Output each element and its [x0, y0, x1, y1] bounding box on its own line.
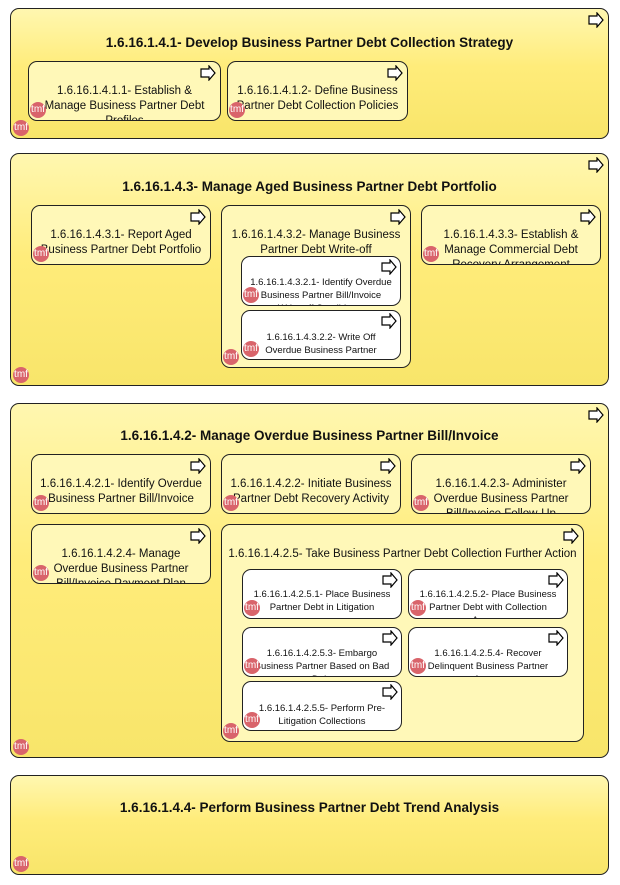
process-recover-delinquent-assets[interactable]: 1.6.16.1.4.2.5.4- Recover Delinquent Bus… — [408, 627, 568, 677]
process-arrow-icon — [382, 630, 398, 646]
process-title: 1.6.16.1.4.2.4- Manage Overdue Business … — [53, 548, 189, 584]
group-title: 1.6.16.1.4.4- Perform Business Partner D… — [119, 800, 500, 815]
process-initiate-debt-recovery[interactable]: 1.6.16.1.4.2.2- Initiate Business Partne… — [221, 454, 401, 514]
process-title: 1.6.16.1.4.3.2- Manage Business Partner … — [231, 229, 401, 256]
group-develop-debt-collection-strategy[interactable]: 1.6.16.1.4.1- Develop Business Partner D… — [10, 8, 609, 139]
tmf-logo-icon: tmf — [13, 120, 29, 136]
tmf-logo-icon: tmf — [244, 712, 260, 728]
group-manage-overdue-bill-invoice[interactable]: 1.6.16.1.4.2- Manage Overdue Business Pa… — [10, 403, 609, 758]
process-pre-litigation-collections[interactable]: 1.6.16.1.4.2.5.5- Perform Pre-Litigation… — [242, 681, 402, 731]
process-define-debt-policies[interactable]: 1.6.16.1.4.1.2- Define Business Partner … — [227, 61, 408, 121]
process-administer-follow-up[interactable]: 1.6.16.1.4.2.3- Administer Overdue Busin… — [411, 454, 591, 514]
process-arrow-icon — [387, 65, 403, 81]
tmf-logo-icon: tmf — [243, 341, 259, 357]
tmf-logo-icon: tmf — [229, 102, 245, 118]
tmf-logo-icon: tmf — [30, 102, 46, 118]
process-arrow-icon — [190, 458, 206, 474]
process-arrow-icon — [563, 528, 579, 544]
process-arrow-icon — [580, 209, 596, 225]
process-place-debt-with-agency[interactable]: 1.6.16.1.4.2.5.2- Place Business Partner… — [408, 569, 568, 619]
process-place-debt-in-litigation[interactable]: 1.6.16.1.4.2.5.1- Place Business Partner… — [242, 569, 402, 619]
process-title: 1.6.16.1.4.2.5.4- Recover Delinquent Bus… — [427, 648, 549, 676]
process-arrow-icon — [190, 528, 206, 544]
process-take-further-action[interactable]: 1.6.16.1.4.2.5- Take Business Partner De… — [221, 524, 584, 742]
process-arrow-icon — [588, 157, 604, 173]
process-commercial-debt-recovery[interactable]: 1.6.16.1.4.3.3- Establish & Manage Comme… — [421, 205, 601, 265]
process-arrow-icon — [381, 259, 397, 275]
tmf-logo-icon: tmf — [244, 658, 260, 674]
group-perform-debt-trend-analysis[interactable]: 1.6.16.1.4.4- Perform Business Partner D… — [10, 775, 609, 875]
process-arrow-icon — [548, 572, 564, 588]
process-establish-debt-profiles[interactable]: 1.6.16.1.4.1.1- Establish & Manage Busin… — [28, 61, 221, 121]
process-identify-overdue-bill[interactable]: 1.6.16.1.4.2.1- Identify Overdue Busines… — [31, 454, 211, 514]
tmf-logo-icon: tmf — [13, 739, 29, 755]
process-title: 1.6.16.1.4.2.5.1- Place Business Partner… — [253, 589, 391, 613]
process-title: 1.6.16.1.4.1.2- Define Business Partner … — [236, 85, 399, 112]
process-title: 1.6.16.1.4.3.3- Establish & Manage Comme… — [443, 229, 579, 265]
process-arrow-icon — [588, 12, 604, 28]
process-title: 1.6.16.1.4.2.1- Identify Overdue Busines… — [40, 478, 202, 505]
tmf-logo-icon: tmf — [13, 367, 29, 383]
tmf-logo-icon: tmf — [223, 495, 239, 511]
tmf-logo-icon: tmf — [33, 495, 49, 511]
tmf-logo-icon: tmf — [244, 600, 260, 616]
process-arrow-icon — [382, 684, 398, 700]
process-arrow-icon — [390, 209, 406, 225]
process-title: 1.6.16.1.4.2.5.5- Perform Pre-Litigation… — [258, 703, 386, 727]
tmf-logo-icon: tmf — [410, 600, 426, 616]
group-title: 1.6.16.1.4.2- Manage Overdue Business Pa… — [120, 428, 499, 443]
process-title: 1.6.16.1.4.2.3- Administer Overdue Busin… — [433, 478, 569, 514]
tmf-logo-icon: tmf — [33, 565, 49, 581]
process-title: 1.6.16.1.4.1.1- Establish & Manage Busin… — [44, 85, 205, 121]
tmf-logo-icon: tmf — [33, 246, 49, 262]
process-arrow-icon — [570, 458, 586, 474]
process-manage-payment-plan[interactable]: 1.6.16.1.4.2.4- Manage Overdue Business … — [31, 524, 211, 584]
process-arrow-icon — [190, 209, 206, 225]
tmf-logo-icon: tmf — [413, 495, 429, 511]
group-title: 1.6.16.1.4.3- Manage Aged Business Partn… — [122, 179, 497, 194]
process-title: 1.6.16.1.4.2.5.2- Place Business Partner… — [419, 589, 557, 618]
process-arrow-icon — [380, 458, 396, 474]
group-manage-aged-debt-portfolio[interactable]: 1.6.16.1.4.3- Manage Aged Business Partn… — [10, 153, 609, 386]
process-manage-debt-write-off[interactable]: 1.6.16.1.4.3.2- Manage Business Partner … — [221, 205, 411, 368]
process-title: 1.6.16.1.4.3.2.2- Write Off Overdue Busi… — [265, 332, 377, 359]
tmf-logo-icon: tmf — [13, 856, 29, 872]
process-identify-write-off-candidates[interactable]: 1.6.16.1.4.3.2.1- Identify Overdue Busin… — [241, 256, 401, 306]
process-title: 1.6.16.1.4.2.5.3- Embargo Business Partn… — [254, 648, 390, 676]
group-title: 1.6.16.1.4.1- Develop Business Partner D… — [105, 35, 514, 50]
tmf-logo-icon: tmf — [223, 349, 239, 365]
process-title: 1.6.16.1.4.2.5- Take Business Partner De… — [228, 548, 577, 560]
process-arrow-icon — [382, 572, 398, 588]
process-arrow-icon — [548, 630, 564, 646]
process-arrow-icon — [381, 313, 397, 329]
process-report-aged-portfolio[interactable]: 1.6.16.1.4.3.1- Report Aged Business Par… — [31, 205, 211, 265]
process-write-off-overdue-bill[interactable]: 1.6.16.1.4.3.2.2- Write Off Overdue Busi… — [241, 310, 401, 360]
process-arrow-icon — [588, 407, 604, 423]
tmf-logo-icon: tmf — [243, 287, 259, 303]
tmf-logo-icon: tmf — [410, 658, 426, 674]
process-title: 1.6.16.1.4.2.2- Initiate Business Partne… — [230, 478, 392, 505]
process-arrow-icon — [200, 65, 216, 81]
tmf-logo-icon: tmf — [223, 723, 239, 739]
tmf-logo-icon: tmf — [423, 246, 439, 262]
process-title: 1.6.16.1.4.3.1- Report Aged Business Par… — [40, 229, 202, 256]
process-title: 1.6.16.1.4.3.2.1- Identify Overdue Busin… — [250, 277, 392, 305]
process-embargo-partner[interactable]: 1.6.16.1.4.2.5.3- Embargo Business Partn… — [242, 627, 402, 677]
